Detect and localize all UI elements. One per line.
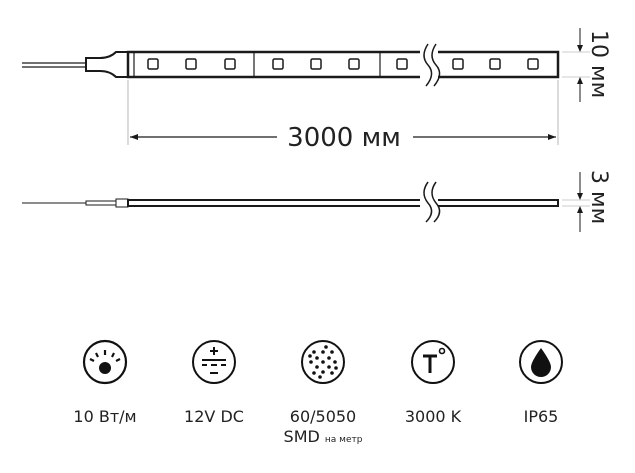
dc-voltage-icon: [192, 340, 236, 384]
led-dot: [333, 360, 337, 364]
strip-body: [126, 50, 560, 79]
connector-plug: [85, 51, 129, 78]
led-dot: [327, 356, 331, 360]
led-chip: [224, 58, 236, 70]
led-density-icon: [301, 340, 345, 384]
led-chip: [527, 58, 539, 70]
led-dot: [321, 360, 325, 364]
led-chip: [310, 58, 322, 70]
length-dimension: [127, 80, 559, 145]
led-dot: [309, 360, 313, 364]
led-dot: [330, 371, 334, 375]
brightness-icon: [82, 339, 128, 385]
spec-led-sublabel: SMD на метр: [268, 427, 378, 446]
spec-led-label: 60/5050: [289, 407, 357, 426]
led-chip: [489, 58, 501, 70]
spec-voltage-label: 12V DC: [184, 407, 244, 426]
height-label: 3 мм: [586, 170, 611, 224]
break-mark: [423, 181, 433, 223]
spec-led-type: SMD: [283, 427, 320, 446]
led-chip: [396, 58, 408, 70]
led-dot: [334, 366, 338, 370]
strip-top-view: [22, 43, 560, 87]
break-mark: [431, 43, 441, 87]
led-dot: [308, 354, 312, 358]
spec-led-per-meter: на метр: [324, 435, 363, 445]
spec-power-label: 10 Вт/м: [73, 407, 137, 426]
led-dot: [312, 371, 316, 375]
led-chip: [348, 58, 360, 70]
break-mark: [431, 181, 441, 223]
led-dot: [318, 375, 322, 379]
led-dot: [324, 345, 328, 349]
led-dot: [315, 356, 319, 360]
led-dot: [321, 370, 325, 374]
height-dimension: [562, 172, 590, 232]
led-chip: [452, 58, 464, 70]
strip-side-view: [22, 181, 559, 223]
width-label: 10 мм: [586, 30, 611, 98]
break-mark: [423, 43, 433, 87]
led-dot: [321, 350, 325, 354]
led-chip: [185, 58, 197, 70]
led-dot: [327, 365, 331, 369]
spec-ip-label: IP65: [523, 407, 559, 426]
width-dimension: [562, 28, 590, 102]
color-temperature-icon: [411, 340, 455, 384]
water-drop-icon: [519, 340, 563, 384]
led-dot: [312, 350, 316, 354]
led-dot: [315, 365, 319, 369]
led-chip: [272, 58, 284, 70]
length-label: 3000 мм: [287, 123, 401, 153]
led-chip: [147, 58, 159, 70]
spec-cct-label: 3000 K: [404, 407, 462, 426]
led-dot: [330, 350, 334, 354]
